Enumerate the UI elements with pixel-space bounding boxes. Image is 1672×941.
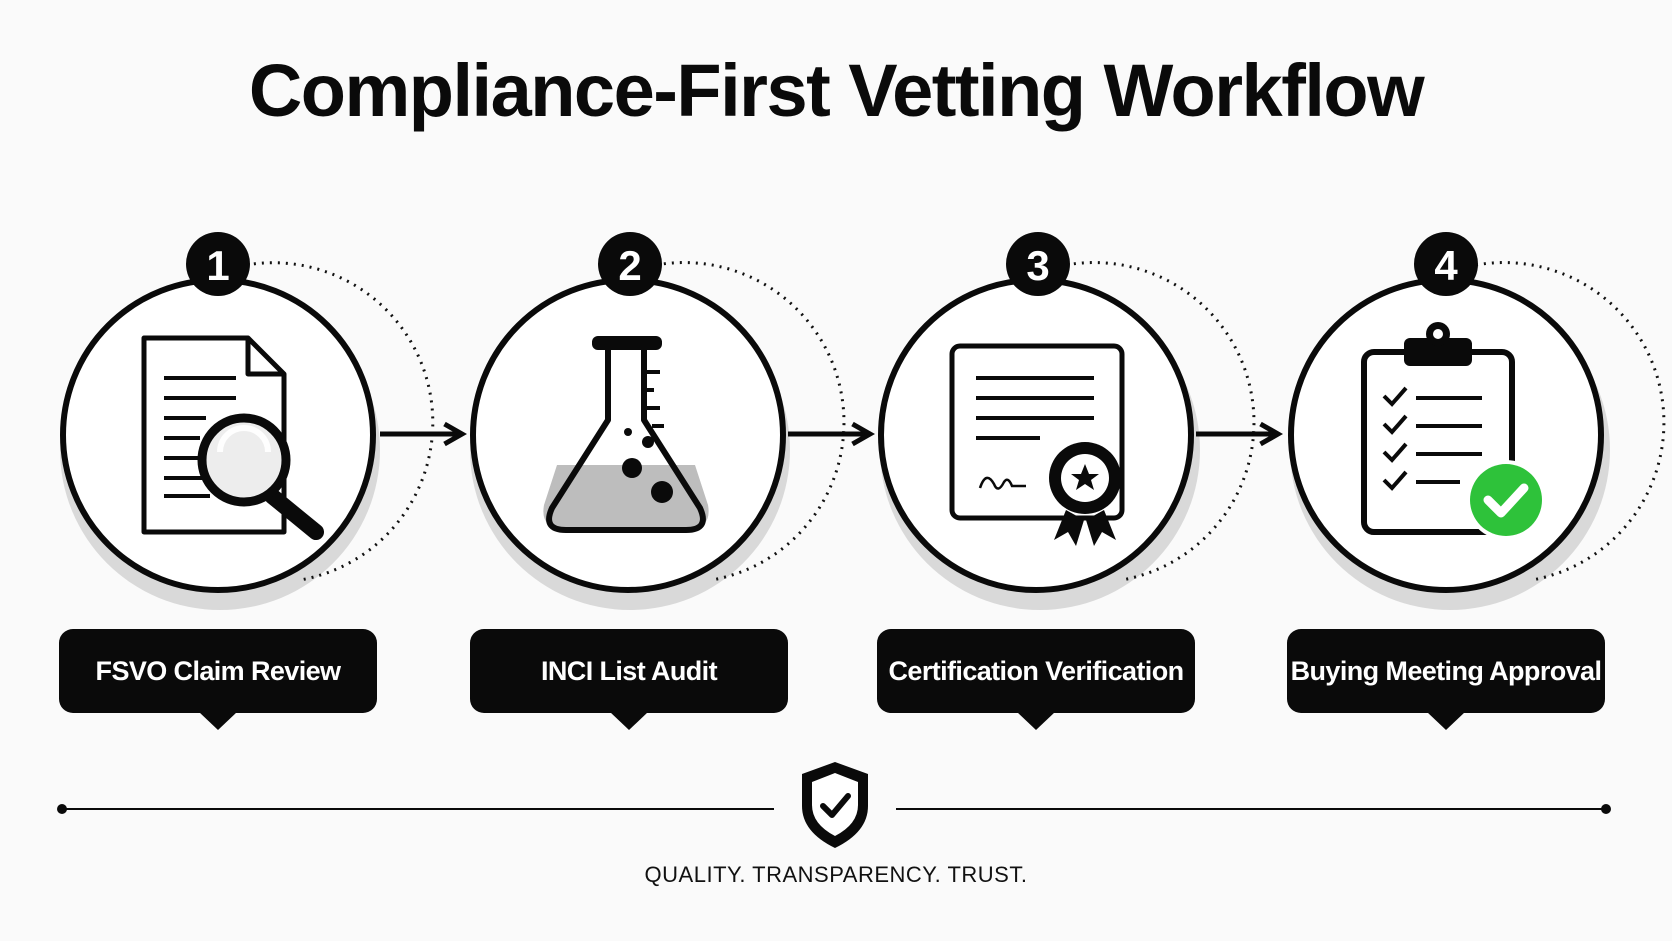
approved-check-badge: [1470, 464, 1542, 536]
step-3-number-badge: [1006, 232, 1070, 296]
step-3: 3: [878, 232, 1256, 610]
footer-rule-left-dot: [57, 804, 67, 814]
footer-tagline: QUALITY. TRANSPARENCY. TRUST.: [644, 862, 1028, 887]
step-1-number: 1: [206, 242, 229, 289]
diagram-title: Compliance-First Vetting Workflow: [248, 49, 1425, 132]
step-2-number: 2: [618, 242, 641, 289]
footer-rule-right-dot: [1601, 804, 1611, 814]
step-4-number: 4: [1434, 242, 1458, 289]
shield-check-icon: [802, 762, 868, 848]
step-1-label: FSVO Claim Review: [59, 629, 377, 730]
document-search-icon: [141, 335, 324, 540]
step-4-number-badge: [1414, 232, 1478, 296]
step-2-number-badge: [598, 232, 662, 296]
step-3-label: Certification Verification: [877, 629, 1195, 730]
step-2-label-text: INCI List Audit: [541, 655, 718, 686]
step-3-dotted-arc: [1065, 261, 1256, 582]
certificate-badge-icon: [949, 343, 1125, 546]
step-2-label: INCI List Audit: [470, 629, 788, 730]
step-1-label-text: FSVO Claim Review: [95, 655, 341, 686]
step-4: 4: [1288, 232, 1666, 610]
step-3-number: 3: [1026, 242, 1049, 289]
step-1-number-badge: [186, 232, 250, 296]
lab-flask-icon: [543, 336, 709, 533]
step-4-dotted-arc: [1475, 261, 1666, 582]
step-3-label-text: Certification Verification: [888, 655, 1185, 686]
clipboard-approved-icon: [1361, 322, 1546, 540]
step-1-dotted-arc: [245, 261, 435, 582]
step-1: 1: [60, 232, 435, 610]
step-2-dotted-arc: [655, 261, 846, 582]
step-2: 2: [470, 232, 846, 610]
step-4-label: Buying Meeting Approval: [1287, 629, 1605, 730]
step-4-label-text: Buying Meeting Approval: [1290, 655, 1602, 686]
